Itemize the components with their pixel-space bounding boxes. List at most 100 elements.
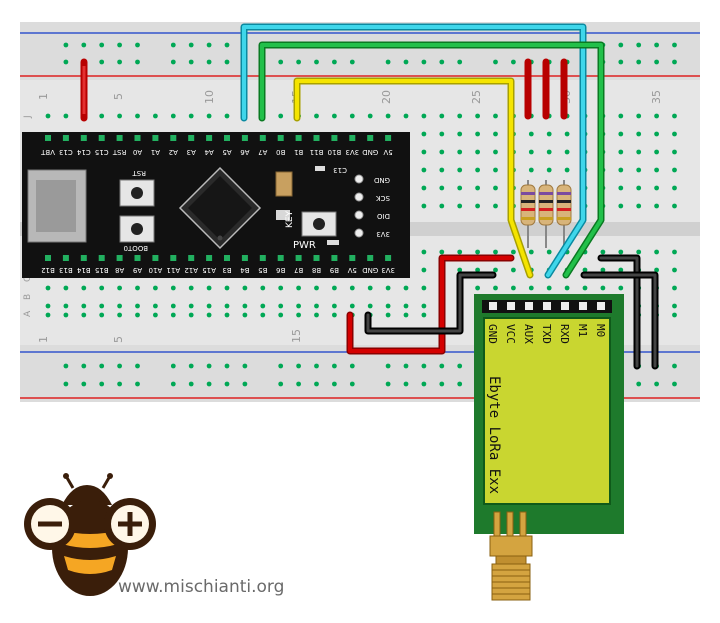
breadboard-hole — [332, 303, 337, 309]
breadboard-hole — [99, 363, 105, 369]
breadboard-hole — [403, 363, 409, 369]
breadboard-hole — [672, 203, 677, 209]
breadboard-hole — [117, 303, 122, 309]
breadboard-hole — [349, 285, 355, 291]
breadboard-hole — [117, 42, 122, 48]
breadboard-hole — [99, 42, 105, 48]
stm32-pin — [295, 255, 302, 261]
breadboard-hole — [672, 303, 677, 309]
stm32-pin-label: GND — [362, 266, 378, 274]
breadboard-hole — [421, 267, 427, 273]
breadboard-hole — [475, 249, 480, 255]
lora-label-area — [483, 317, 611, 505]
stm32-pin — [62, 255, 69, 261]
stm32-pin-label: C14 — [76, 148, 90, 156]
breadboard-hole — [618, 203, 624, 209]
breadboard-hole — [278, 113, 284, 119]
breadboard-hole — [672, 312, 677, 318]
breadboard-hole — [63, 285, 69, 291]
breadboard-hole — [654, 167, 659, 173]
breadboard-hole — [314, 113, 319, 119]
breadboard-hole — [654, 42, 659, 48]
wire-red — [346, 254, 515, 355]
breadboard-hole — [332, 285, 337, 291]
lora-pin-label: TXD — [540, 324, 553, 344]
pwr-led — [327, 240, 339, 245]
stm32-pin — [134, 255, 141, 261]
breadboard-hole — [457, 59, 463, 65]
breadboard-hole — [224, 303, 230, 309]
jumpers-red-right — [524, 58, 568, 120]
stm32-pin — [45, 135, 51, 141]
breadboard-hole — [117, 363, 122, 369]
breadboard-hole — [439, 249, 445, 255]
breadboard-hole — [672, 185, 677, 191]
breadboard-hole — [349, 363, 355, 369]
stm32-pin-label: A4 — [204, 148, 214, 156]
breadboard-hole — [278, 312, 284, 318]
stm32-pin-label: B15 — [95, 266, 109, 274]
breadboard-hole — [206, 363, 212, 369]
breadboard-hole — [475, 131, 480, 137]
swd-header — [354, 174, 364, 238]
breadboard-hole — [188, 285, 194, 291]
swd-labels: GND SCK DIO 3V3 — [374, 176, 390, 238]
breadboard-hole — [528, 285, 534, 291]
breadboard-hole — [403, 285, 409, 291]
breadboard-hole — [403, 303, 409, 309]
breadboard-hole — [511, 285, 516, 291]
stm32-pin — [367, 135, 374, 141]
breadboard-hole — [546, 249, 552, 255]
stm32-pin-label: A0 — [133, 148, 142, 156]
stm32-pin-label: C15 — [95, 148, 109, 156]
breadboard-hole — [278, 381, 284, 387]
breadboard-hole — [224, 363, 230, 369]
column-number: 10 — [203, 90, 216, 104]
website-url[interactable]: www.mischianti.org — [118, 577, 285, 597]
breadboard-hole — [242, 312, 248, 318]
breadboard-hole — [493, 167, 498, 173]
breadboard-hole — [403, 113, 409, 119]
breadboard-hole — [332, 113, 337, 119]
stm32-pin-label: A15 — [202, 266, 216, 274]
breadboard-hole — [403, 381, 409, 387]
breadboard-hole — [618, 285, 624, 291]
stm32-pin — [116, 135, 123, 141]
breadboard-hole — [170, 42, 176, 48]
breadboard-hole — [672, 113, 677, 119]
breadboard-hole — [81, 363, 87, 369]
row-letter: B — [23, 294, 33, 300]
breadboard-hole — [493, 149, 498, 155]
stm32-pin-label: VBT — [40, 148, 55, 156]
breadboard-hole — [81, 303, 87, 309]
breadboard-hole — [63, 381, 69, 387]
breadboard-hole — [439, 113, 445, 119]
stm32-pin-label: 5V — [383, 148, 392, 156]
boot0-label: BOOT0 — [124, 244, 148, 252]
breadboard-hole — [493, 203, 498, 209]
breadboard-hole — [296, 303, 301, 309]
mcu-chip — [178, 166, 262, 250]
lora-pins — [489, 302, 605, 310]
breadboard-hole — [457, 203, 463, 209]
stm32-pin-label: B13 — [59, 266, 73, 274]
resistor — [520, 184, 536, 226]
breadboard-hole — [636, 185, 642, 191]
stm32-pin-label: A2 — [169, 148, 178, 156]
breadboard-hole — [403, 59, 409, 65]
breadboard-hole — [618, 149, 624, 155]
breadboard-hole — [81, 312, 87, 318]
breadboard-hole — [564, 285, 570, 291]
breadboard-hole — [135, 303, 140, 309]
lora-pin-label: RXD — [558, 324, 571, 344]
breadboard-hole — [636, 59, 642, 65]
resistors — [520, 180, 572, 248]
breadboard-hole — [493, 59, 498, 65]
breadboard-hole — [63, 363, 69, 369]
breadboard-hole — [421, 149, 427, 155]
breadboard-hole — [672, 167, 677, 173]
stm32-pin — [241, 255, 248, 261]
row-letter: A — [23, 310, 33, 317]
breadboard-hole — [421, 285, 427, 291]
